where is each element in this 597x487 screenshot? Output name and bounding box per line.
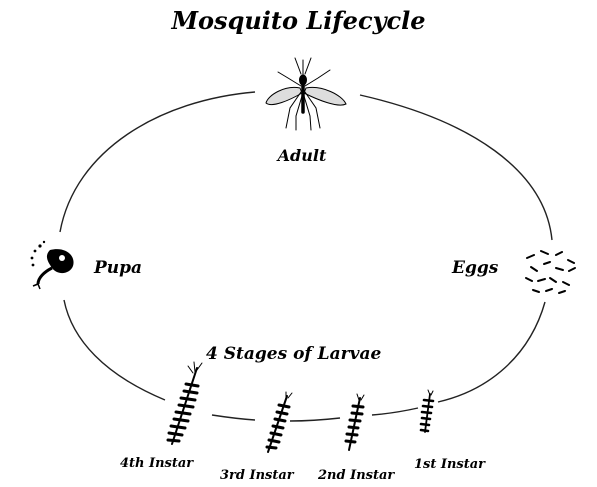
pupa-icon: [31, 241, 74, 289]
mosquito-icon: [266, 58, 346, 130]
larva-2nd-instar-icon: [346, 394, 364, 450]
arc-eggs-to-1st-instar: [438, 302, 545, 402]
larva-4th-instar-icon: [168, 362, 202, 444]
stage-label-larvae: 4 Stages of Larvae: [206, 344, 381, 364]
diagram-title: Mosquito Lifecycle: [0, 6, 597, 35]
stage-label-adult: Adult: [262, 146, 342, 165]
stage-label-eggs: Eggs: [452, 258, 498, 278]
eggs-icon: [526, 251, 575, 293]
instar-label-4th: 4th Instar: [120, 456, 193, 471]
arc-1st-to-2nd-instar: [372, 408, 418, 415]
larva-3rd-instar-icon: [267, 392, 292, 452]
arc-3rd-to-4th-instar: [212, 415, 255, 420]
instar-label-2nd: 2nd Instar: [318, 468, 394, 483]
arc-pupa-to-adult: [60, 92, 255, 232]
larva-1st-instar-icon: [421, 390, 433, 432]
arc-adult-to-eggs: [360, 95, 552, 240]
arc-2nd-to-3rd-instar: [290, 418, 340, 421]
arc-4th-instar-to-pupa: [64, 300, 165, 400]
instar-label-1st: 1st Instar: [414, 457, 485, 472]
instar-label-3rd: 3rd Instar: [220, 468, 294, 483]
cycle-arcs: [60, 92, 552, 421]
stage-label-pupa: Pupa: [94, 258, 142, 278]
